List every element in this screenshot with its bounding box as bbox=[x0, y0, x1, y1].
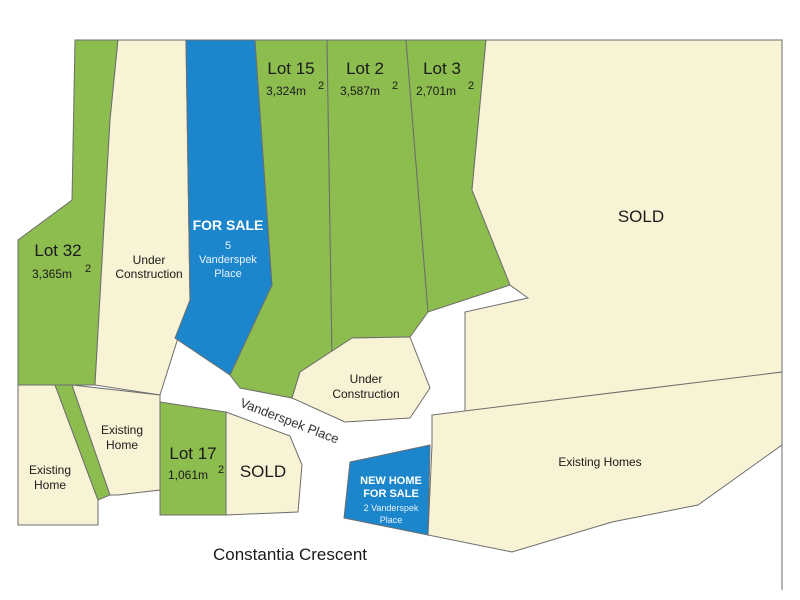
lot-2-name: Lot 2 bbox=[346, 59, 384, 78]
lot-3-area-sup: 2 bbox=[468, 80, 474, 92]
sold-small-parcel[interactable] bbox=[225, 411, 303, 516]
lot-15-area: 3,324m bbox=[266, 84, 306, 98]
sold-large-label: SOLD bbox=[618, 207, 664, 226]
lot-2-area-sup: 2 bbox=[392, 80, 398, 92]
under-construction-parcel-middle[interactable] bbox=[291, 336, 431, 423]
for-sale-line2: Vanderspek bbox=[199, 254, 257, 266]
new-home-line4: Place bbox=[380, 515, 403, 525]
existing-home-parcel-left[interactable] bbox=[17, 384, 99, 526]
new-home-line3: 2 Vanderspek bbox=[364, 503, 419, 513]
under-construction-middle-line1: Under bbox=[350, 372, 383, 386]
lot-3-area: 2,701m bbox=[416, 84, 456, 98]
under-construction-left-line2: Construction bbox=[115, 267, 182, 281]
lot-32-area: 3,365m bbox=[32, 267, 72, 281]
existing-homes-label: Existing Homes bbox=[558, 455, 641, 469]
for-sale-title: FOR SALE bbox=[193, 217, 264, 233]
existing-home-left-line1: Existing bbox=[29, 463, 71, 477]
existing-home-middle-line1: Existing bbox=[101, 423, 143, 437]
lot-17-area: 1,061m bbox=[168, 468, 208, 482]
lot-3-name: Lot 3 bbox=[423, 59, 461, 78]
under-construction-left-line1: Under bbox=[133, 253, 166, 267]
existing-home-middle-line2: Home bbox=[106, 438, 138, 452]
existing-home-parcel-middle[interactable] bbox=[71, 384, 161, 496]
lot-32-area-sup: 2 bbox=[85, 263, 91, 275]
lot-17-name: Lot 17 bbox=[169, 444, 216, 463]
lot-32-name: Lot 32 bbox=[34, 241, 81, 260]
constantia-crescent-label: Constantia Crescent bbox=[213, 545, 367, 564]
existing-home-left-line2: Home bbox=[34, 478, 66, 492]
under-construction-middle-line2: Construction bbox=[332, 387, 399, 401]
sold-large-parcel[interactable] bbox=[464, 39, 783, 416]
new-home-line2: FOR SALE bbox=[363, 488, 419, 500]
new-home-line1: NEW HOME bbox=[360, 475, 422, 487]
lot-2-area: 3,587m bbox=[340, 84, 380, 98]
for-sale-line3: Place bbox=[214, 268, 242, 280]
parcels bbox=[17, 39, 783, 553]
new-home-for-sale-parcel[interactable] bbox=[343, 444, 431, 536]
lot-17-area-sup: 2 bbox=[218, 464, 224, 476]
lot-15-name: Lot 15 bbox=[267, 59, 314, 78]
for-sale-line1: 5 bbox=[225, 240, 231, 252]
lot-15-area-sup: 2 bbox=[318, 80, 324, 92]
sold-small-label: SOLD bbox=[240, 462, 286, 481]
